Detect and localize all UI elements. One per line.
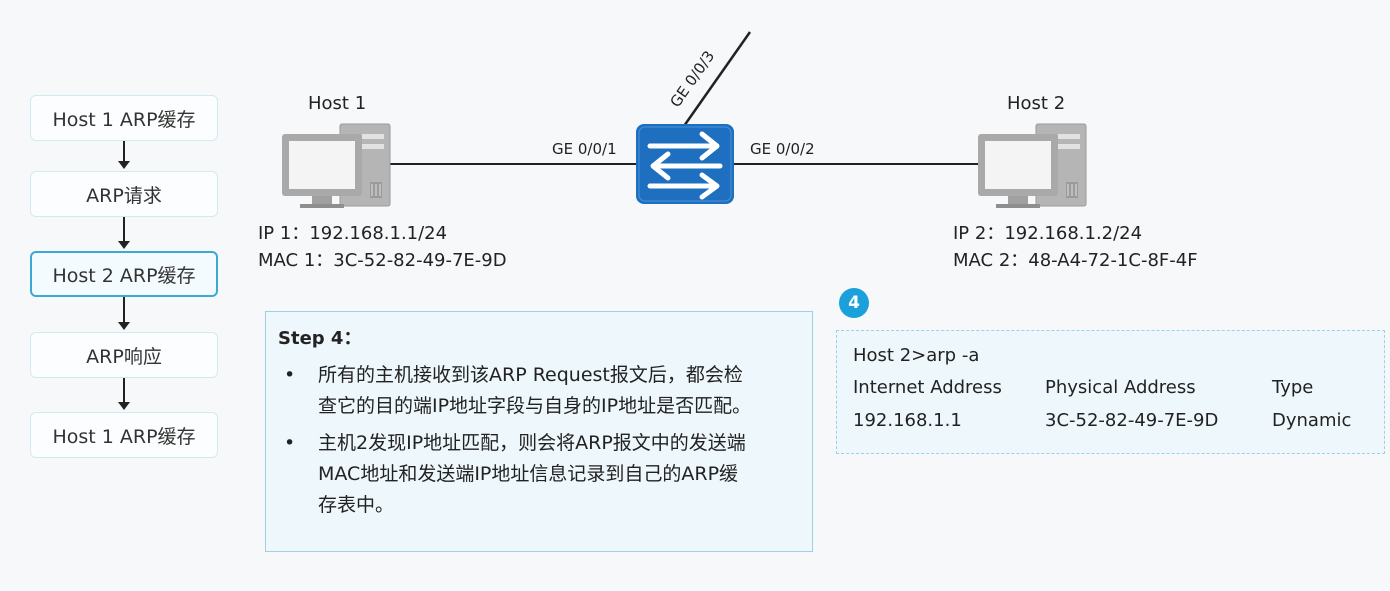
arp-header-internet-address: Internet Address [853,377,1002,398]
flow-step-5: Host 1 ARP缓存 [30,412,218,458]
arp-header-physical-address: Physical Address [1045,377,1196,398]
arp-table: Host 2>arp -a Internet Address Physical … [836,330,1385,454]
bullet-line: 主机2发现IP地址匹配，则会将ARP报文中的发送端 [318,432,746,454]
arp-cell-ip: 192.168.1.1 [853,410,962,431]
port-ge-0-0-2: GE 0/0/2 [750,140,815,158]
host2-name: Host 2 [1007,93,1066,114]
flow-step-2: ARP请求 [30,171,218,217]
host1-name: Host 1 [308,93,367,114]
step-description: Step 4： • 所有的主机接收到该ARP Request报文后，都会检 查它… [265,311,813,552]
arp-cell-type: Dynamic [1272,410,1352,431]
flow-step-1: Host 1 ARP缓存 [30,95,218,141]
host1-mac: MAC 1：3C-52-82-49-7E-9D [258,250,507,271]
bullet-item: • 主机2发现IP地址匹配，则会将ARP报文中的发送端 MAC地址和发送端IP地… [278,428,798,521]
bullet-item: • 所有的主机接收到该ARP Request报文后，都会检 查它的目的端IP地址… [278,360,798,422]
flow-arrow [118,378,130,410]
host2-mac: MAC 2：48-A4-72-1C-8F-4F [953,250,1198,271]
flow-arrow [118,297,130,330]
computer-icon [978,123,1087,208]
flow-arrow [118,217,130,249]
arp-header-type: Type [1272,377,1314,398]
arp-cell-mac: 3C-52-82-49-7E-9D [1045,410,1219,431]
flow-arrow [118,141,130,169]
bullet-line: 所有的主机接收到该ARP Request报文后，都会检 [318,364,743,386]
bullet-line: 查它的目的端IP地址字段与自身的IP地址是否匹配。 [318,395,752,417]
flow-step-4: ARP响应 [30,332,218,378]
port-ge-0-0-1: GE 0/0/1 [552,140,617,158]
step-number-badge: 4 [839,288,869,318]
bullet-line: MAC地址和发送端IP地址信息记录到自己的ARP缓 [318,463,739,485]
switch-icon [636,124,734,204]
bullet-line: 存表中。 [318,494,395,516]
step-title: Step 4： [278,328,362,349]
host2-ip: IP 2：192.168.1.2/24 [953,223,1143,244]
arp-command: Host 2>arp -a [853,345,980,366]
computer-icon [282,123,391,208]
flow-step-3: Host 2 ARP缓存 [30,251,218,297]
link-switch-uplink [682,31,752,127]
host1-ip: IP 1：192.168.1.1/24 [258,223,448,244]
